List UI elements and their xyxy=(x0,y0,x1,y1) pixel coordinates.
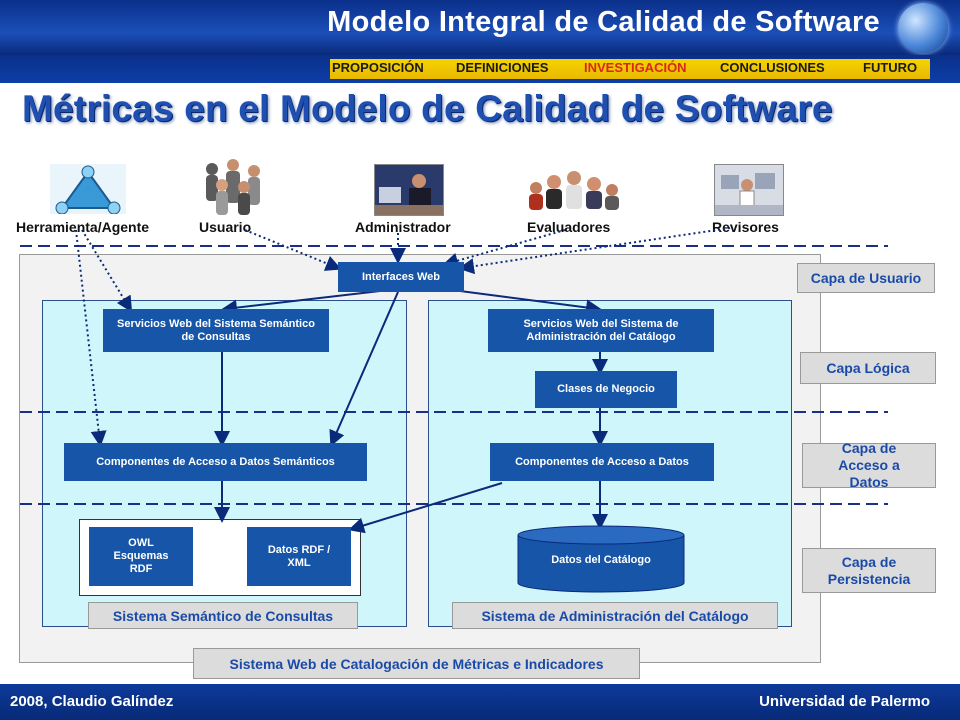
actor-label-reviewers: Revisores xyxy=(712,219,779,235)
users-group-icon xyxy=(198,155,268,217)
header-bar xyxy=(0,0,960,55)
rdf-xml-data-box: Datos RDF / XML xyxy=(247,527,351,586)
nav-item-futuro[interactable]: FUTURO xyxy=(863,60,918,75)
layer-label-persistence: Capa de Persistencia xyxy=(802,548,936,593)
semantic-web-services-box: Servicios Web del Sistema Semántico de C… xyxy=(103,309,329,352)
page-title: Métricas en el Modelo de Calidad de Soft… xyxy=(22,88,833,129)
nav-item-proposicion[interactable]: PROPOSICIÓN xyxy=(332,60,424,75)
semantic-data-access-box: Componentes de Acceso a Datos Semánticos xyxy=(64,443,367,481)
actor-label-evaluators: Evaluadores xyxy=(527,219,611,235)
actor-label-agent: Herramienta/Agente xyxy=(16,219,150,235)
agent-tool-icon xyxy=(50,164,126,214)
footer-university: Universidad de Palermo xyxy=(759,693,930,710)
admin-web-services-box: Servicios Web del Sistema de Administrac… xyxy=(488,309,714,352)
nav-strip xyxy=(330,59,930,79)
layer-label-logic: Capa Lógica xyxy=(800,352,936,384)
actor-label-administrator: Administrador xyxy=(355,219,451,235)
owl-schemas-box: OWL Esquemas RDF xyxy=(89,527,193,586)
evaluators-group-icon xyxy=(524,166,624,218)
layer-label-user: Capa de Usuario xyxy=(797,263,935,293)
data-access-components-box: Componentes de Acceso a Datos xyxy=(490,443,714,481)
header-title: Modelo Integral de Calidad de Software xyxy=(327,6,880,38)
admin-system-label: Sistema de Administración del Catálogo xyxy=(452,602,778,629)
layer-label-data-access: Capa de Acceso a Datos xyxy=(802,440,936,490)
footer-bar xyxy=(0,684,960,720)
nav-item-definiciones[interactable]: DEFINICIONES xyxy=(456,60,549,75)
business-classes-box: Clases de Negocio xyxy=(535,371,677,408)
catalog-data-label: Datos del Catálogo xyxy=(551,553,651,566)
web-system-label: Sistema Web de Catalogación de Métricas … xyxy=(193,648,640,679)
globe-logo-icon xyxy=(898,3,948,53)
nav-item-conclusiones[interactable]: CONCLUSIONES xyxy=(720,60,825,75)
semantic-system-label: Sistema Semántico de Consultas xyxy=(88,602,358,629)
footer-author: 2008, Claudio Galíndez xyxy=(10,693,174,710)
interfaces-web-box: Interfaces Web xyxy=(338,262,464,292)
catalog-database-icon xyxy=(517,525,685,593)
reviewers-photo-icon xyxy=(714,164,784,216)
nav-item-investigacion[interactable]: INVESTIGACIÓN xyxy=(584,60,687,75)
actor-label-user: Usuario xyxy=(199,219,252,235)
administrator-photo-icon xyxy=(374,164,444,216)
